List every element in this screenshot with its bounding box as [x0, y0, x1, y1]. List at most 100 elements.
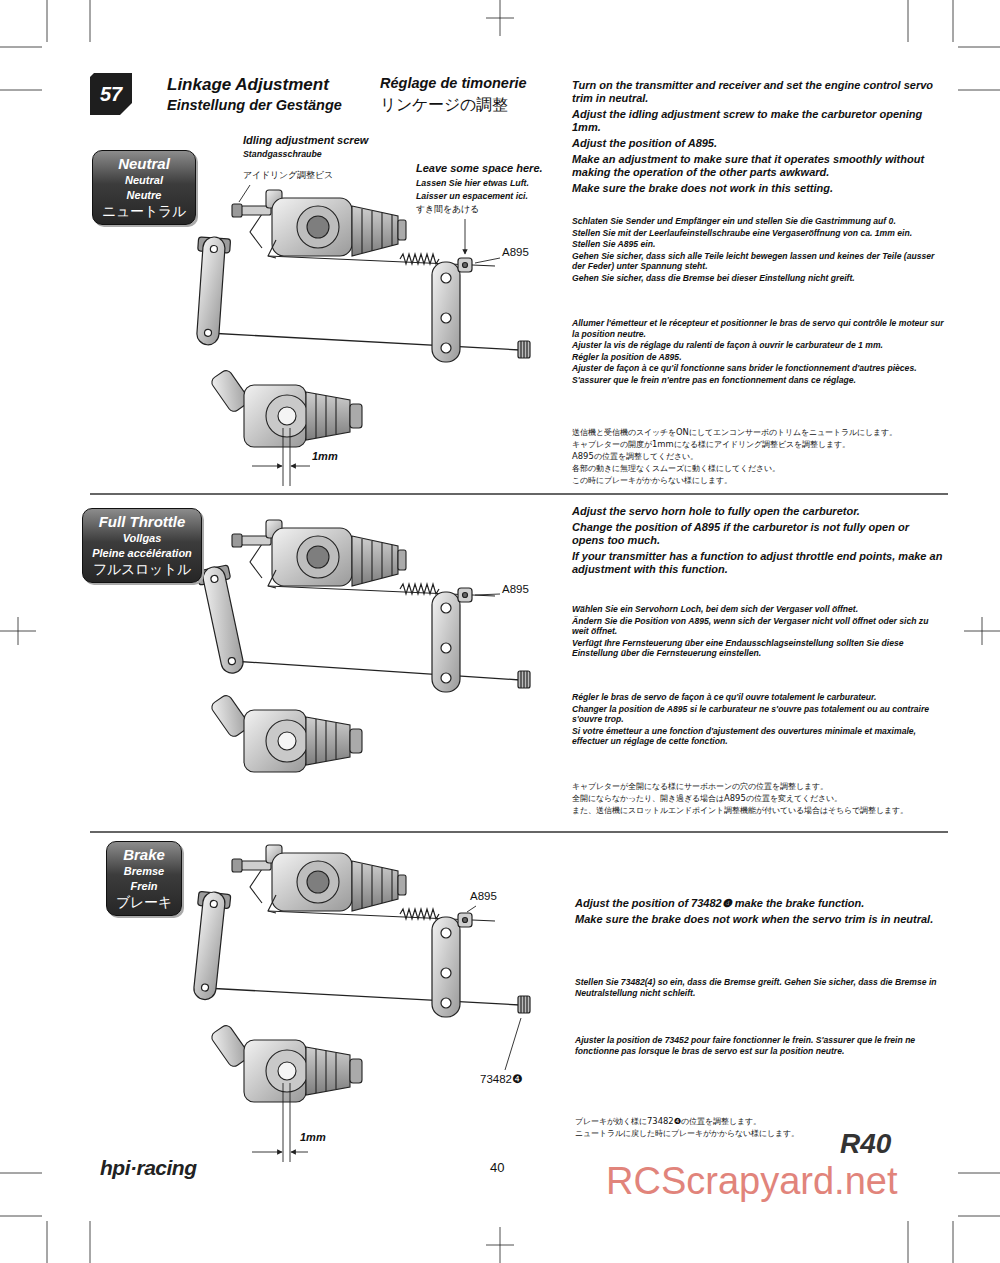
instruction-text: Changer la position de A895 si le carbur… [572, 704, 944, 725]
crop-marks [0, 1216, 42, 1217]
callout-label: Standgasschraube [243, 149, 322, 159]
dimension-line [283, 428, 284, 486]
instruction-text: S'assurer que le frein n'entre pas en fo… [572, 375, 944, 386]
text-block: RCScrapyard.net [606, 1160, 897, 1203]
part-number: A895 [470, 890, 497, 902]
crop-marks [958, 1173, 1000, 1174]
linkage-neutral [191, 236, 230, 346]
tab-subtitle: ニュートラル [102, 203, 186, 220]
instruction-text: ブレーキが効く様に73482❹の位置を調整します。 [575, 1115, 943, 1127]
callout-label: Idling adjustment screw [243, 134, 368, 146]
crop-marks [982, 617, 983, 645]
instruction-text: 各部の動きに無理なくスムーズに動く様にしてください。 [572, 462, 944, 474]
dimension-line [252, 1083, 308, 1162]
page-title: Linkage Adjustment [167, 75, 329, 95]
crop-marks [908, 0, 909, 42]
dimension-line [252, 466, 282, 467]
text-block: Idling adjustment screw [243, 134, 368, 146]
linkage-brake [232, 845, 406, 913]
part-number: A895 [502, 246, 529, 258]
instruction-text: Ändern Sie die Position von A895, wenn s… [572, 616, 944, 637]
crop-marks [0, 90, 42, 91]
text-block: Schlaten Sie Sender und Empfänger ein un… [572, 216, 944, 285]
callout-label: アイドリング調整ビス [243, 170, 333, 182]
section-tab: Full ThrottleVollgasPleine accélérationフ… [82, 508, 202, 583]
text-block: 73482❹ [480, 1072, 523, 1086]
heading: Einstellung der Gestänge [167, 97, 342, 113]
page-number: 40 [490, 1160, 504, 1175]
linkage-full-throttle [232, 520, 406, 588]
tab-subtitle: Vollgas [92, 531, 192, 546]
instruction-text: Gehen Sie sicher, dass sich alle Teile l… [572, 251, 944, 272]
crop-marks [953, 0, 954, 42]
linkage-brake [232, 845, 406, 913]
text-block: 40 [490, 1160, 504, 1175]
text-block: Adjust the servo horn hole to fully open… [572, 505, 944, 579]
callout-label: Lassen Sie hier etwas Luft. [416, 178, 529, 188]
tab-title: Brake [116, 846, 172, 864]
instruction-text: If your transmitter has a function to ad… [572, 550, 944, 576]
linkage-neutral [208, 333, 520, 350]
instruction-text: Adjust the position of A895. [572, 137, 944, 150]
instruction-text: Régler la position de A895. [572, 352, 944, 363]
instruction-text: Verfügt Ihre Fernsteuerung über eine End… [572, 638, 944, 659]
dimension-line [290, 428, 291, 486]
instruction-text: Adjust the idling adjustment screw to ma… [572, 108, 944, 134]
crop-marks [18, 617, 19, 645]
instruction-text: Ajuster la position de 73452 pour faire … [575, 1035, 943, 1056]
part-number: 73482❹ [480, 1072, 523, 1086]
text-block: すき間をあける [416, 204, 479, 216]
text-block: Ajuster la position de 73452 pour faire … [575, 1035, 943, 1057]
instruction-text: Stellen Sie 73482(4) so ein, dass die Br… [575, 977, 943, 998]
instruction-text: A895の位置を調整してください。 [572, 450, 944, 462]
instruction-text: また、送信機にスロットルエンドポイント調整機能が付いている場合はそちらで調整しま… [572, 804, 944, 816]
instruction-text: Change the position of A895 if the carbu… [572, 521, 944, 547]
section-divider [90, 831, 948, 833]
linkage-full-throttle [196, 520, 530, 772]
instruction-text: Adjust the position of 73482❹ make the b… [575, 897, 943, 910]
tab-subtitle: ブレーキ [116, 894, 172, 911]
leader-line [467, 906, 521, 1070]
tab-title: Neutral [102, 155, 186, 173]
callout-label: Laisser un espacement ici. [416, 191, 528, 201]
dimension: 1mm [300, 1131, 326, 1143]
text-block: Turn on the transmitter and receiver and… [572, 79, 944, 198]
linkage-full-throttle [232, 661, 520, 680]
crop-marks [0, 47, 42, 48]
text-block: リンケージの調整 [380, 95, 508, 116]
linkage-full-throttle [196, 564, 250, 676]
crop-marks [47, 1221, 48, 1263]
leader-line [505, 1018, 521, 1070]
text-block: A895 [502, 583, 529, 595]
instruction-text: Schlaten Sie Sender und Empfänger ein un… [572, 216, 944, 227]
heading: Réglage de timonerie [380, 75, 527, 91]
linkage-neutral [210, 368, 362, 447]
text-block: 1mm [312, 450, 338, 462]
linkage-brake [210, 1023, 362, 1102]
instruction-text: 全開にならなかったり、開き過ぎる場合はA895の位置を変えてください。 [572, 792, 944, 804]
text-block: Wählen Sie ein Servohorn Loch, bei dem s… [572, 604, 944, 660]
section-divider [90, 494, 948, 832]
tab-subtitle: Neutre [102, 188, 186, 203]
linkage-full-throttle [232, 520, 406, 588]
text-block: Régler le bras de servo de façon à ce qu… [572, 692, 944, 748]
linkage-full-throttle [196, 564, 250, 676]
text-block: Lassen Sie hier etwas Luft. [416, 178, 529, 188]
linkage-full-throttle [268, 584, 530, 692]
section-divider [90, 493, 948, 495]
instruction-text: Stellen Sie A895 ein. [572, 239, 944, 250]
instruction-text: Stellen Sie mit der Leerlaufeinstellschr… [572, 228, 944, 239]
callout-label: すき間をあける [416, 204, 479, 216]
linkage-full-throttle [268, 584, 530, 692]
instruction-text: Si votre émetteur a une fonction d'ajust… [572, 726, 944, 747]
instruction-text: 送信機と受信機のスイッチをONにしてエンコンサーボのトリムをニュートラルにします… [572, 426, 944, 438]
crop-marks [908, 1221, 909, 1263]
instruction-text: Make an adjustment to make sure that it … [572, 153, 944, 179]
text-block: Einstellung der Gestänge [167, 97, 342, 113]
text-block: 送信機と受信機のスイッチをONにしてエンコンサーボのトリムをニュートラルにします… [572, 426, 944, 486]
instruction-text: Ajuster de façon à ce qu'il fonctionne s… [572, 363, 944, 374]
dimension-line [290, 1083, 291, 1162]
heading: リンケージの調整 [380, 95, 508, 116]
linkage-brake [188, 890, 231, 1001]
